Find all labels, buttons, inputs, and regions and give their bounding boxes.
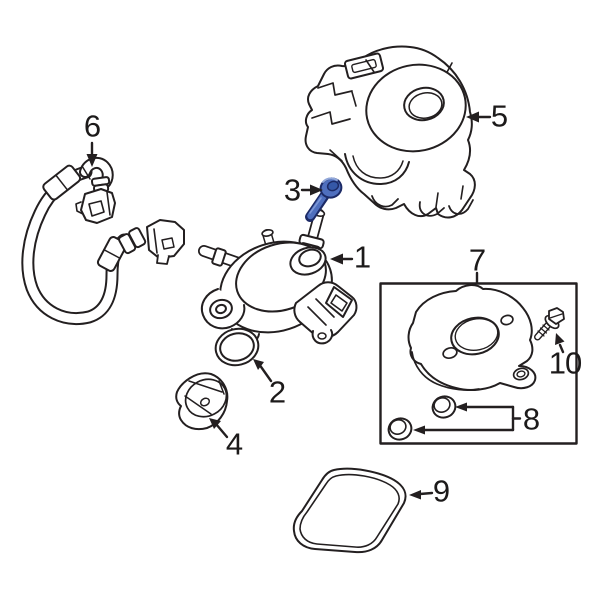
- leader-arrow-10: [555, 333, 565, 354]
- leader-arrow-5: [466, 111, 492, 123]
- leader-arrow-2: [253, 359, 273, 383]
- part-9-gasket[interactable]: [292, 467, 407, 554]
- part-10-bolt[interactable]: [534, 307, 565, 341]
- part-label-6[interactable]: 6: [83, 108, 101, 144]
- leader-arrow-1: [330, 253, 354, 265]
- part-4-insulator[interactable]: [175, 372, 233, 431]
- part-label-4[interactable]: 4: [225, 426, 243, 462]
- part-label-10[interactable]: 10: [548, 345, 582, 381]
- part-1-fuel-pump[interactable]: [198, 208, 358, 347]
- part-label-8[interactable]: 8: [522, 401, 540, 437]
- part-label-1[interactable]: 1: [353, 239, 371, 275]
- leader-arrow-3: [300, 184, 323, 196]
- part-6-fuel-hose[interactable]: [21, 156, 185, 325]
- part-label-7[interactable]: 7: [468, 242, 486, 278]
- part-2-o-ring[interactable]: [212, 324, 262, 369]
- leader-arrows: [86, 111, 565, 500]
- part-3-bolt-highlighted[interactable]: [305, 175, 344, 222]
- part-label-3[interactable]: 3: [283, 172, 301, 208]
- part-8-seals[interactable]: [386, 393, 459, 443]
- part-label-9[interactable]: 9: [432, 473, 450, 509]
- leader-arrow-9: [409, 490, 434, 500]
- leader-arrow-4: [209, 418, 229, 439]
- part-5-cover[interactable]: [304, 45, 476, 219]
- leader-arrow-6: [86, 141, 98, 167]
- part-label-5[interactable]: 5: [490, 98, 508, 134]
- part-7-spacer-plate[interactable]: [407, 284, 537, 392]
- part-label-2[interactable]: 2: [268, 374, 286, 410]
- leader-arrow-8: [413, 402, 522, 435]
